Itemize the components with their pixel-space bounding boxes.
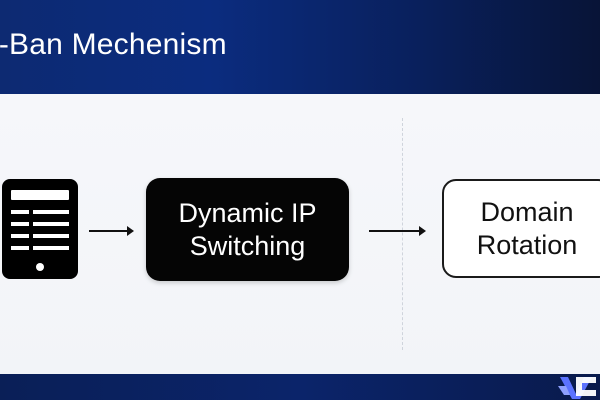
diagram-canvas: Dynamic IP Switching Domain Rotation (0, 94, 600, 374)
dynamic-ip-switching-node: Dynamic IP Switching (146, 178, 349, 281)
domain-rotation-node: Domain Rotation (442, 179, 600, 278)
device-icon (2, 179, 78, 279)
page-title: i-Ban Mechenism (0, 28, 227, 61)
arrow-dynamic-ip-to-domain-rotation (369, 221, 426, 241)
arrow-device-to-dynamic-ip (89, 221, 134, 241)
footer-bar (0, 374, 600, 400)
dashed-divider (402, 118, 403, 350)
header-bar: i-Ban Mechenism (0, 0, 600, 94)
logo-icon (556, 373, 600, 400)
